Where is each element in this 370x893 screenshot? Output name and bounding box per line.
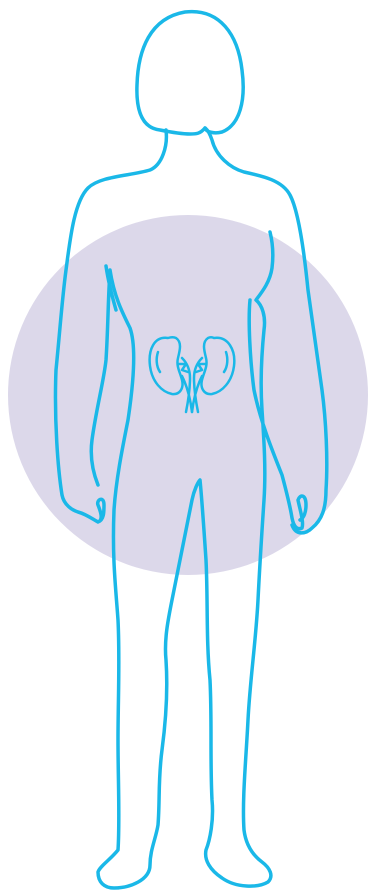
head-outline — [137, 12, 243, 134]
